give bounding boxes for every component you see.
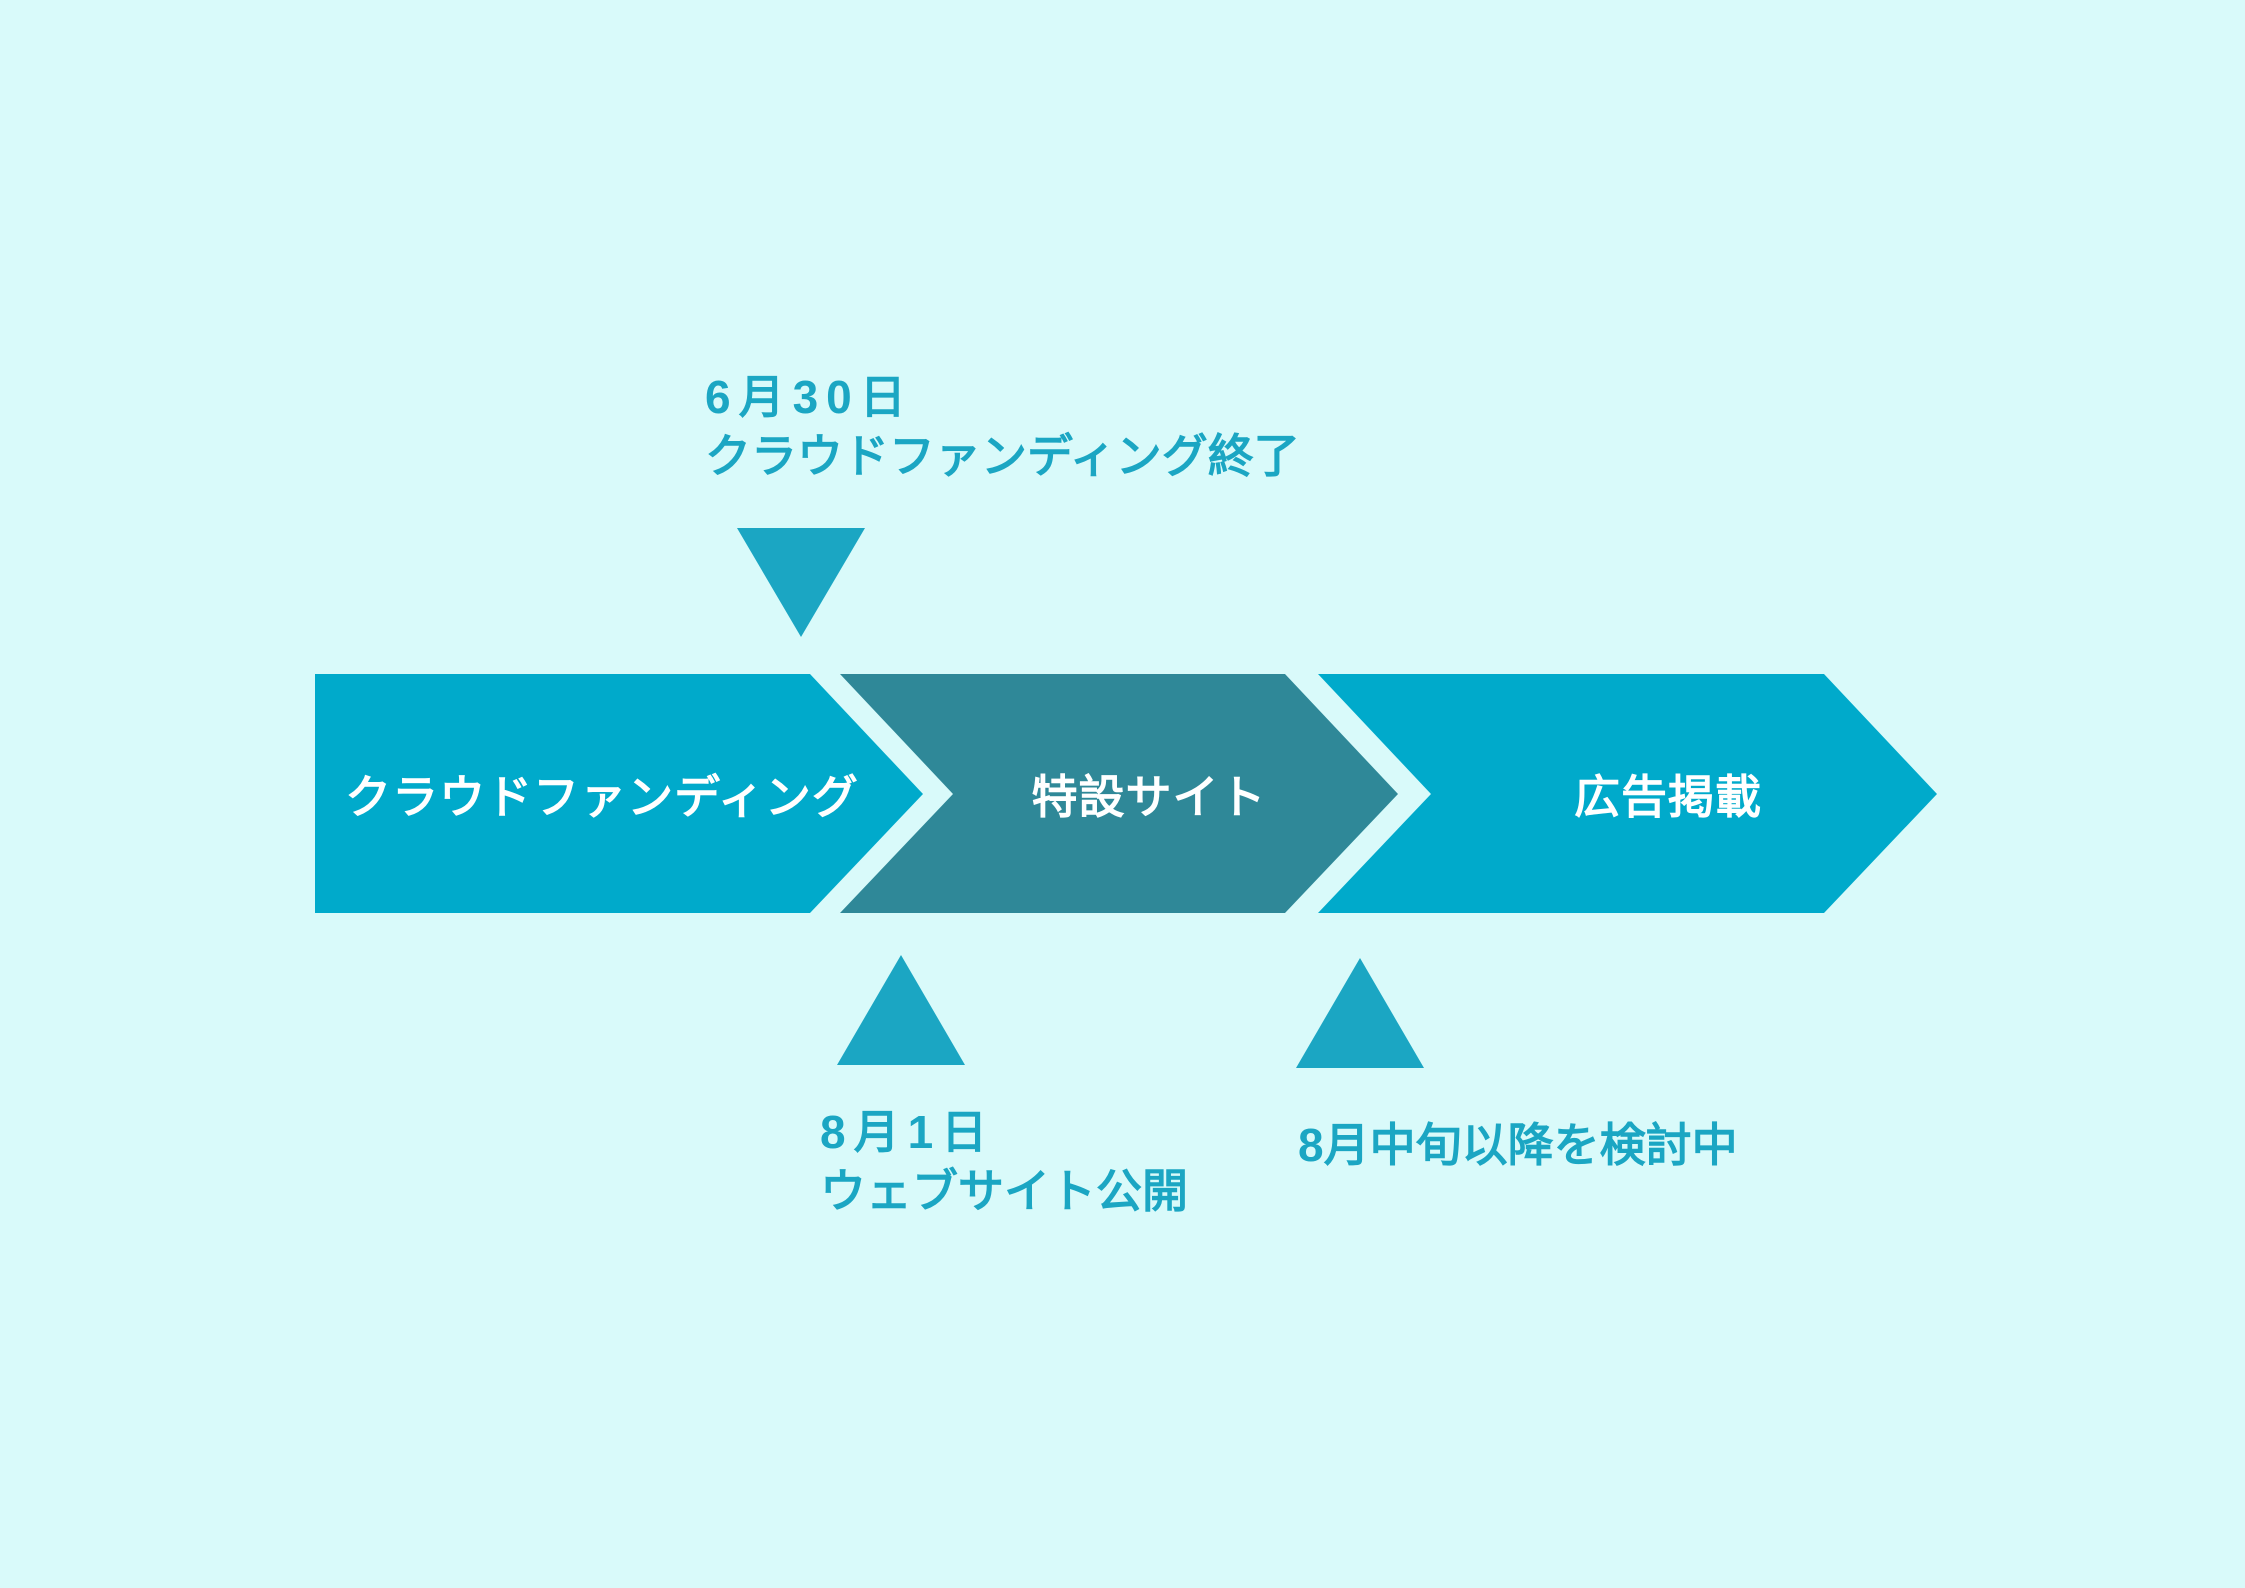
annotation-ad-placement-text: 8月中旬以降を検討中 (1298, 1119, 1738, 1171)
stage-arrow-advertising (1318, 674, 1937, 913)
annotation-ad-placement: 8月中旬以降を検討中 (1298, 1116, 1738, 1175)
up-triangle-icon-website (837, 955, 965, 1065)
down-triangle-icon (737, 528, 865, 637)
stage-arrow-special-site (840, 674, 1398, 913)
annotation-crowdfunding-end-date: 6月30日 (705, 371, 914, 423)
stage-label-special-site: 特設サイト (1031, 771, 1267, 823)
annotation-crowdfunding-end-text: クラウドファンディング終了 (705, 430, 1300, 482)
annotation-website-launch-text: ウェブサイト公開 (820, 1165, 1188, 1217)
annotation-website-launch-date: 8月1日 (820, 1106, 996, 1158)
stage-arrow-crowdfunding (315, 674, 923, 913)
annotation-website-launch: 8月1日 ウェブサイト公開 (820, 1103, 1188, 1221)
stage-label-advertising: 広告掲載 (1574, 771, 1762, 823)
annotation-crowdfunding-end: 6月30日 クラウドファンディング終了 (705, 368, 1300, 486)
stage-label-crowdfunding: クラウドファンディング (345, 771, 859, 823)
up-triangle-icon-ads (1296, 958, 1424, 1068)
